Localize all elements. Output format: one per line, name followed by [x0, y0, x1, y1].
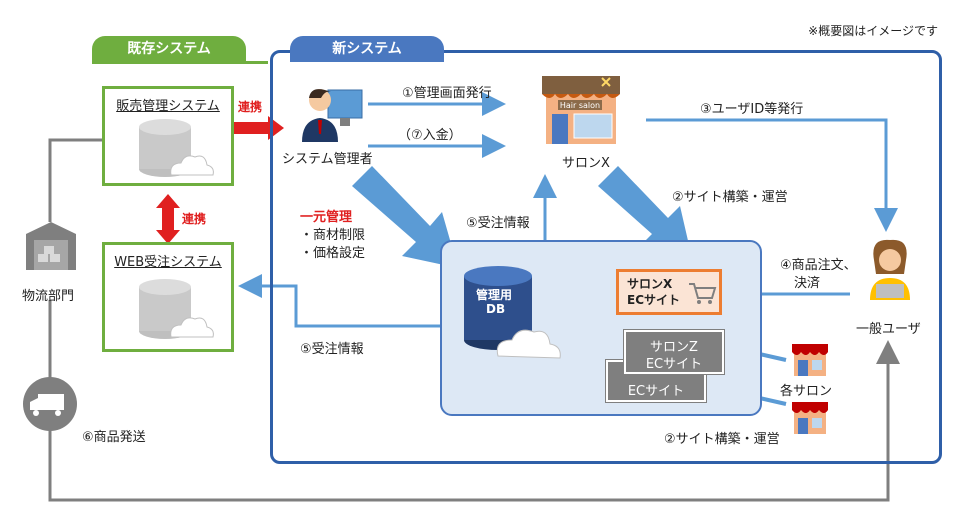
new-system-frame: [270, 50, 942, 464]
flow-build-bottom-label: ②サイト構築・運営: [664, 432, 780, 447]
salons-label: 各サロン: [780, 384, 833, 399]
salon-z-ec-line1: サロンZ: [650, 340, 698, 355]
flow-order-info-top-label: ⑤受注情報: [466, 216, 530, 231]
salon-x-ec-line2: ECサイト: [627, 293, 681, 307]
link-label-horizontal: 連携: [238, 100, 263, 114]
ec-site-generic-label: ECサイト: [627, 384, 685, 399]
logistics-label: 物流部門: [22, 289, 75, 304]
salon-x-ec-site-box[interactable]: サロンX ECサイト: [616, 269, 722, 315]
database-cloud-icon: [139, 119, 214, 177]
salon-x-label: サロンX: [562, 156, 610, 171]
salon-x-ec-line1: サロンX: [627, 277, 673, 291]
big-arrow-admin-to-db: [352, 166, 458, 268]
admin-person-icon: [302, 89, 363, 142]
flow-build-top-label: ②サイト構築・運営: [672, 190, 788, 205]
admin-item-product-limit: ・商材制限: [300, 228, 366, 243]
shopping-cart-icon: [689, 283, 717, 304]
flow-issue-id-label: ③ユーザID等発行: [700, 102, 804, 117]
flow-issue-screen-label: ①管理画面発行: [402, 86, 492, 101]
web-order-system-box[interactable]: WEB受注システム: [102, 242, 234, 352]
general-user-icon: [870, 239, 910, 300]
general-user-label: 一般ユーザ: [856, 322, 921, 337]
admin-label: システム管理者: [282, 152, 373, 167]
arrow-issue-id: [646, 118, 898, 232]
db-label-line1: 管理用: [476, 288, 513, 302]
hair-salon-shop-icon: Hair salon: [542, 76, 620, 144]
salon-shop-icon: [792, 344, 828, 376]
link-arrow-horizontal: [218, 116, 284, 140]
admin-item-price-setting: ・価格設定: [300, 246, 366, 261]
flow-order-line1: ④商品注文、: [780, 258, 857, 273]
flow-order-line2: 決済: [794, 276, 821, 291]
salon-z-ec-site-box[interactable]: サロンZ ECサイト: [624, 330, 724, 374]
db-label-line2: DB: [486, 302, 506, 316]
link-label-vertical: 連携: [182, 212, 207, 226]
new-system-tab: 新システム: [290, 36, 444, 62]
shipping-line: [48, 340, 900, 502]
existing-system-tab: 既存システム: [92, 36, 246, 62]
link-arrow-vertical: [156, 194, 180, 244]
database-cloud-icon: [139, 279, 214, 339]
salon-sign-text: Hair salon: [560, 101, 600, 110]
warehouse-icon: [26, 222, 76, 270]
management-db-icon: [464, 266, 561, 359]
big-arrow-salon-to-ec: [598, 166, 692, 258]
existing-system-underline: [92, 61, 268, 64]
sales-system-box[interactable]: 販売管理システム: [102, 86, 234, 186]
salon-z-ec-line2: ECサイト: [645, 357, 703, 372]
salon-shop-icon: [792, 402, 828, 434]
note-text: ※概要図はイメージです: [808, 24, 938, 38]
central-management-label: 一元管理: [300, 210, 353, 225]
web-order-system-title: WEB受注システム: [114, 255, 222, 270]
sales-system-title: 販売管理システム: [116, 99, 220, 114]
flow-order-info-left-label: ⑤受注情報: [300, 342, 364, 357]
sales-to-logistics-line: [48, 138, 102, 222]
truck-icon: [23, 377, 77, 431]
flow-deposit-label: （⑦入金）: [398, 128, 462, 143]
shipping-label: ⑥商品発送: [82, 430, 146, 445]
